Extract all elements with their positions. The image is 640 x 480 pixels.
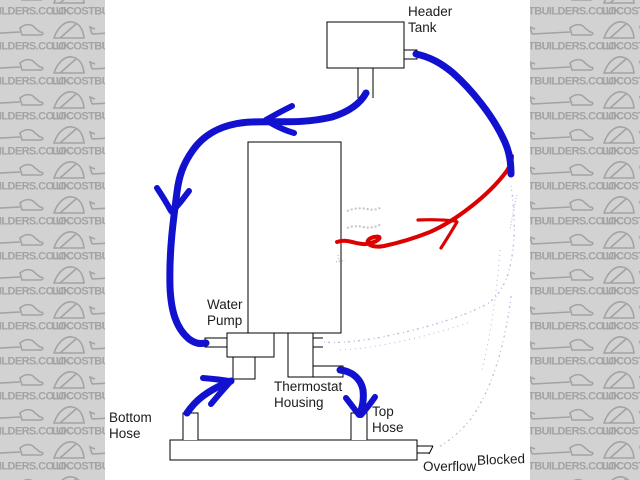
- water-pump-shape: [204, 332, 275, 380]
- thermostat-housing-label: Thermostat Housing: [274, 379, 343, 410]
- svg-text:LOCOSTBUILDERS.CO.UK: LOCOSTBUILDERS.CO.UK: [602, 391, 640, 403]
- radiator-left-stub: [182, 412, 199, 440]
- hose-thermostat-to-radiator: [336, 366, 367, 417]
- faint-scribble-marks: [335, 206, 383, 265]
- header-tank-label-line1: Header: [408, 4, 453, 19]
- hose-tank-to-right: [412, 50, 515, 178]
- svg-text:LOCOSTBUILDERS.CO.UK: LOCOSTBUILDERS.CO.UK: [0, 251, 71, 263]
- svg-text:LOCOSTBUILDERS.CO.UK: LOCOSTBUILDERS.CO.UK: [0, 286, 71, 298]
- top-hose-label: Top Hose: [372, 404, 404, 435]
- svg-text:LOCOSTBUILDERS.CO.UK: LOCOSTBUILDERS.CO.UK: [0, 76, 71, 88]
- svg-text:LOCOSTBUILDERS.CO.UK: LOCOSTBUILDERS.CO.UK: [0, 391, 71, 403]
- faint-blocked-trail: [323, 185, 518, 449]
- header-tank-label-line2: Tank: [408, 20, 437, 35]
- svg-text:LOCOSTBUILDERS.CO.UK: LOCOSTBUILDERS.CO.UK: [0, 146, 71, 158]
- svg-text:LOCOSTBUILDERS.CO.UK: LOCOSTBUILDERS.CO.UK: [602, 426, 640, 438]
- header-tank-label: Header Tank: [408, 4, 452, 36]
- svg-text:LOCOSTBUILDERS.CO.UK: LOCOSTBUILDERS.CO.UK: [602, 251, 640, 263]
- svg-text:LOCOSTBUILDERS.CO.UK: LOCOSTBUILDERS.CO.UK: [602, 181, 640, 193]
- flow-arrow-down: [154, 185, 192, 215]
- svg-text:LOCOSTBUILDERS.CO.UK: LOCOSTBUILDERS.CO.UK: [0, 41, 71, 53]
- water-pump-label: Water Pump: [207, 297, 243, 328]
- svg-text:LOCOSTBUILDERS.CO.UK: LOCOSTBUILDERS.CO.UK: [0, 6, 71, 18]
- water-pump-outlet: [232, 356, 256, 380]
- header-tank-shape: [326, 21, 418, 98]
- svg-text:LOCOSTBUILDERS.CO.UK: LOCOSTBUILDERS.CO.UK: [0, 111, 71, 123]
- svg-text:LOCOSTBUILDERS.CO.UK: LOCOSTBUILDERS.CO.UK: [602, 41, 640, 53]
- flow-arrow-left: [263, 103, 297, 136]
- thermostat-bleed-stub: [313, 337, 323, 348]
- overflow-label: Overflow: [423, 459, 477, 474]
- svg-text:LOCOSTBUILDERS.CO.UK: LOCOSTBUILDERS.CO.UK: [0, 426, 71, 438]
- svg-text:LOCOSTBUILDERS.CO.UK: LOCOSTBUILDERS.CO.UK: [602, 111, 640, 123]
- svg-text:LOCOSTBUILDERS.CO.UK: LOCOSTBUILDERS.CO.UK: [0, 461, 71, 473]
- svg-text:LOCOSTBUILDERS.CO.UK: LOCOSTBUILDERS.CO.UK: [0, 216, 71, 228]
- header-tank-bottom-pipe: [357, 68, 374, 98]
- flow-arrow-down-right: [343, 394, 378, 418]
- hose-tank-to-pump: [166, 89, 370, 347]
- svg-text:LOCOSTBUILDERS.CO.UK: LOCOSTBUILDERS.CO.UK: [0, 356, 71, 368]
- red-arrowhead: [416, 218, 458, 223]
- svg-text:LOCOSTBUILDERS.CO.UK: LOCOSTBUILDERS.CO.UK: [602, 286, 640, 298]
- svg-text:LOCOSTBUILDERS.CO.UK: LOCOSTBUILDERS.CO.UK: [602, 461, 640, 473]
- flow-arrow-up-right: [200, 375, 233, 407]
- thermostat-housing-shape: [287, 332, 344, 378]
- svg-text:LOCOSTBUILDERS.CO.UK: LOCOSTBUILDERS.CO.UK: [602, 356, 640, 368]
- bottom-hose-label: Bottom Hose: [109, 410, 152, 441]
- blocked-label: Blocked: [476, 451, 526, 468]
- svg-text:LOCOSTBUILDERS.CO.UK: LOCOSTBUILDERS.CO.UK: [602, 216, 640, 228]
- svg-text:LOCOSTBUILDERS.CO.UK: LOCOSTBUILDERS.CO.UK: [602, 321, 640, 333]
- blue-flow-path: [154, 50, 515, 418]
- overflow-pipe-stub: [417, 445, 434, 455]
- svg-text:LOCOSTBUILDERS.CO.UK: LOCOSTBUILDERS.CO.UK: [602, 146, 640, 158]
- engine-block-shape: [247, 141, 342, 334]
- svg-text:LOCOSTBUILDERS.CO.UK: LOCOSTBUILDERS.CO.UK: [0, 321, 71, 333]
- svg-text:LOCOSTBUILDERS.CO.UK: LOCOSTBUILDERS.CO.UK: [602, 76, 640, 88]
- red-flow-path: [335, 154, 514, 250]
- svg-text:LOCOSTBUILDERS.CO.UK: LOCOSTBUILDERS.CO.UK: [0, 181, 71, 193]
- svg-text:LOCOSTBUILDERS.CO.UK: LOCOSTBUILDERS.CO.UK: [602, 6, 640, 18]
